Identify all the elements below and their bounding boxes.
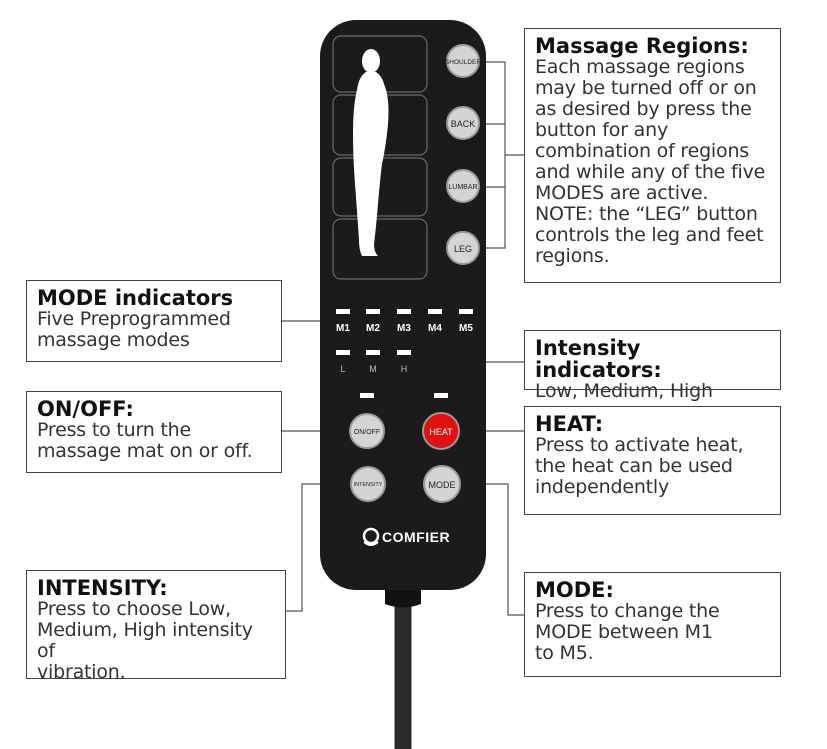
callout-title: Intensity indicators:: [535, 336, 662, 383]
callout-intensity-indicators: Intensity indicators: Low, Medium, High: [524, 330, 781, 402]
brand-logo: COMFIER: [362, 527, 450, 546]
mode-label-m3: M3: [397, 323, 411, 334]
svg-text:LEG: LEG: [454, 244, 472, 254]
callout-body: Press to activate heat, the heat can be …: [535, 434, 744, 499]
mode-label-m5: M5: [459, 323, 473, 334]
onoff-button[interactable]: ON/OFF: [349, 413, 385, 449]
remote-body: [320, 20, 486, 590]
shoulder-button[interactable]: SHOULDER: [445, 44, 481, 78]
callout-body: Press to choose Low, Medium, High intens…: [37, 598, 253, 684]
mode-button[interactable]: MODE: [423, 465, 461, 503]
callout-title: INTENSITY:: [37, 576, 168, 600]
intensity-label-l: L: [340, 364, 345, 374]
svg-text:MODE: MODE: [429, 480, 456, 490]
svg-text:LUMBAR: LUMBAR: [448, 184, 477, 191]
intensity-label-m: M: [369, 364, 377, 374]
callout-heat: HEAT: Press to activate heat, the heat c…: [524, 406, 781, 515]
intensity-indicator-bars: [336, 350, 411, 355]
svg-text:INTENSITY: INTENSITY: [354, 482, 383, 488]
callout-title: MODE:: [535, 578, 614, 602]
region-dots: [367, 118, 375, 248]
lumbar-button[interactable]: LUMBAR: [446, 169, 480, 203]
svg-text:HEAT: HEAT: [429, 427, 453, 437]
region-segment-leg: [332, 218, 428, 280]
svg-text:SHOULDER: SHOULDER: [445, 59, 481, 66]
svg-text:ON/OFF: ON/OFF: [354, 429, 380, 436]
callout-body: Five Preprogrammed massage modes: [37, 308, 231, 352]
mode-label-m1: M1: [336, 323, 350, 334]
heat-button[interactable]: HEAT: [422, 412, 460, 450]
callout-body: Press to change the MODE between M1 to M…: [535, 600, 720, 665]
callout-mode: MODE: Press to change the MODE between M…: [524, 572, 781, 677]
leader-massage-regions: [481, 61, 524, 249]
heat-indicator: [434, 393, 448, 398]
brand-wordmark: COMFIER: [382, 529, 450, 545]
mode-label-m4: M4: [428, 323, 442, 334]
body-silhouette-icon: [353, 49, 389, 256]
callout-body: Low, Medium, High: [535, 380, 713, 403]
mode-label-m2: M2: [366, 323, 380, 334]
callout-title: HEAT:: [535, 412, 604, 436]
svg-text:BACK: BACK: [451, 119, 476, 129]
callout-mode-indicators: MODE indicators Five Preprogrammed massa…: [26, 280, 282, 362]
callout-body: Each massage regions may be turned off o…: [535, 56, 766, 268]
callout-title: Massage Regions:: [535, 34, 749, 58]
mode-indicator-bars: [336, 309, 473, 314]
callout-massage-regions: Massage Regions: Each massage regions ma…: [524, 28, 781, 283]
intensity-button[interactable]: INTENSITY: [350, 466, 386, 502]
callout-title: MODE indicators: [37, 286, 234, 310]
back-button[interactable]: BACK: [446, 106, 480, 140]
callout-onoff: ON/OFF: Press to turn the massage mat on…: [26, 391, 282, 473]
callout-body: Press to turn the massage mat on or off.: [37, 419, 253, 463]
intensity-label-h: H: [401, 364, 408, 374]
onoff-indicator: [360, 393, 374, 398]
callout-intensity: INTENSITY: Press to choose Low, Medium, …: [26, 570, 286, 683]
callout-title: ON/OFF:: [37, 397, 134, 421]
leg-button[interactable]: LEG: [446, 231, 480, 265]
